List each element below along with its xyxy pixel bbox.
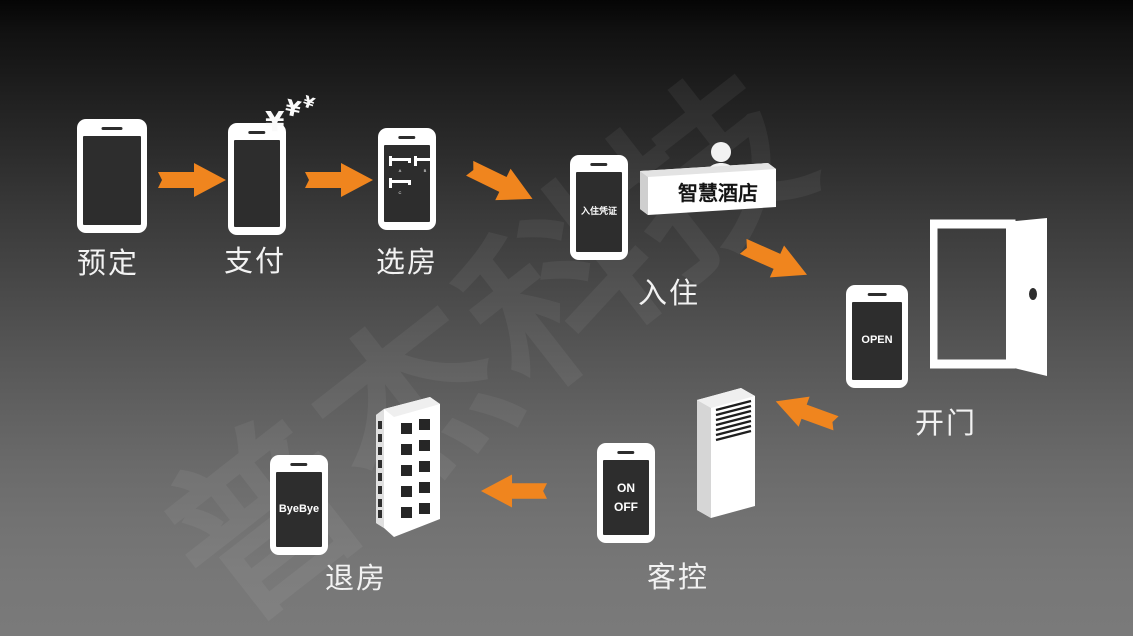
phone-speaker-icon — [101, 127, 123, 130]
phone-checkout: ByeBye — [270, 455, 328, 555]
phone-screen-checkout: ByeBye — [276, 472, 322, 547]
phone-screen-select-room: A B C — [384, 145, 430, 222]
step-label-select-room: 选房 — [376, 247, 439, 279]
checkin-voucher-text: 入住凭证 — [580, 206, 617, 217]
arrow-select-to-checkin — [460, 149, 543, 218]
arrow-pay-to-select — [305, 160, 375, 200]
phone-speaker-icon — [867, 293, 887, 296]
phone-speaker-icon — [617, 451, 635, 454]
step-label-pay: 支付 — [224, 246, 287, 278]
step-label-checkout: 退房 — [325, 563, 388, 595]
arrow-door-to-control — [767, 382, 843, 442]
step-label-open-door: 开门 — [915, 408, 978, 440]
phone-screen-room-control: ON OFF — [603, 460, 649, 535]
air-conditioner-icon — [697, 388, 759, 523]
phone-book — [77, 119, 147, 233]
phone-checkin: 入住凭证 — [570, 155, 628, 260]
room-option-grid: A B C — [384, 145, 430, 222]
open-text: OPEN — [861, 334, 893, 347]
phone-speaker-icon — [248, 131, 266, 134]
phone-open-door: OPEN — [846, 285, 908, 388]
yen-mark-3: ¥ — [300, 91, 318, 114]
bed-icon — [389, 178, 411, 188]
byebye-text: ByeBye — [278, 502, 320, 515]
desk-body-icon — [640, 163, 776, 215]
phone-speaker-icon — [290, 463, 308, 466]
room-option-c: C — [389, 177, 411, 195]
phone-pay — [228, 123, 286, 235]
room-option-c-label: C — [398, 190, 402, 195]
phone-screen-open-door: OPEN — [852, 302, 902, 380]
step-label-room-control: 客控 — [647, 562, 710, 594]
phone-speaker-icon — [590, 163, 608, 166]
step-label-book: 预定 — [77, 248, 140, 280]
room-option-a: A — [389, 155, 411, 173]
phone-speaker-icon — [398, 136, 416, 139]
bed-icon — [414, 156, 430, 166]
watermark-text: 普杰科技 — [127, 29, 853, 636]
yen-mark-2: ¥ — [282, 95, 303, 124]
phone-screen-book — [83, 136, 141, 225]
off-text: OFF — [614, 499, 638, 514]
bed-icon — [389, 156, 411, 166]
room-option-a-label: A — [398, 168, 402, 173]
room-option-b: B — [414, 155, 430, 173]
room-option-b-label: B — [423, 168, 427, 173]
yen-mark-1: ¥ — [265, 105, 285, 138]
reception-sign-text: 智慧酒店 — [678, 181, 758, 205]
step-label-checkin: 入住 — [638, 278, 701, 310]
hotel-building-icon — [368, 397, 440, 542]
arrow-book-to-pay — [158, 160, 228, 200]
arrow-control-to-checkout — [479, 471, 547, 511]
on-text: ON — [617, 480, 635, 495]
phone-room-control: ON OFF — [597, 443, 655, 543]
phone-select-room: A B C — [378, 128, 436, 230]
phone-screen-pay — [234, 140, 280, 227]
door-knob-icon — [1029, 288, 1037, 300]
open-door-icon — [928, 218, 1050, 381]
phone-screen-checkin: 入住凭证 — [576, 172, 622, 252]
arrow-checkin-to-door — [735, 227, 818, 295]
